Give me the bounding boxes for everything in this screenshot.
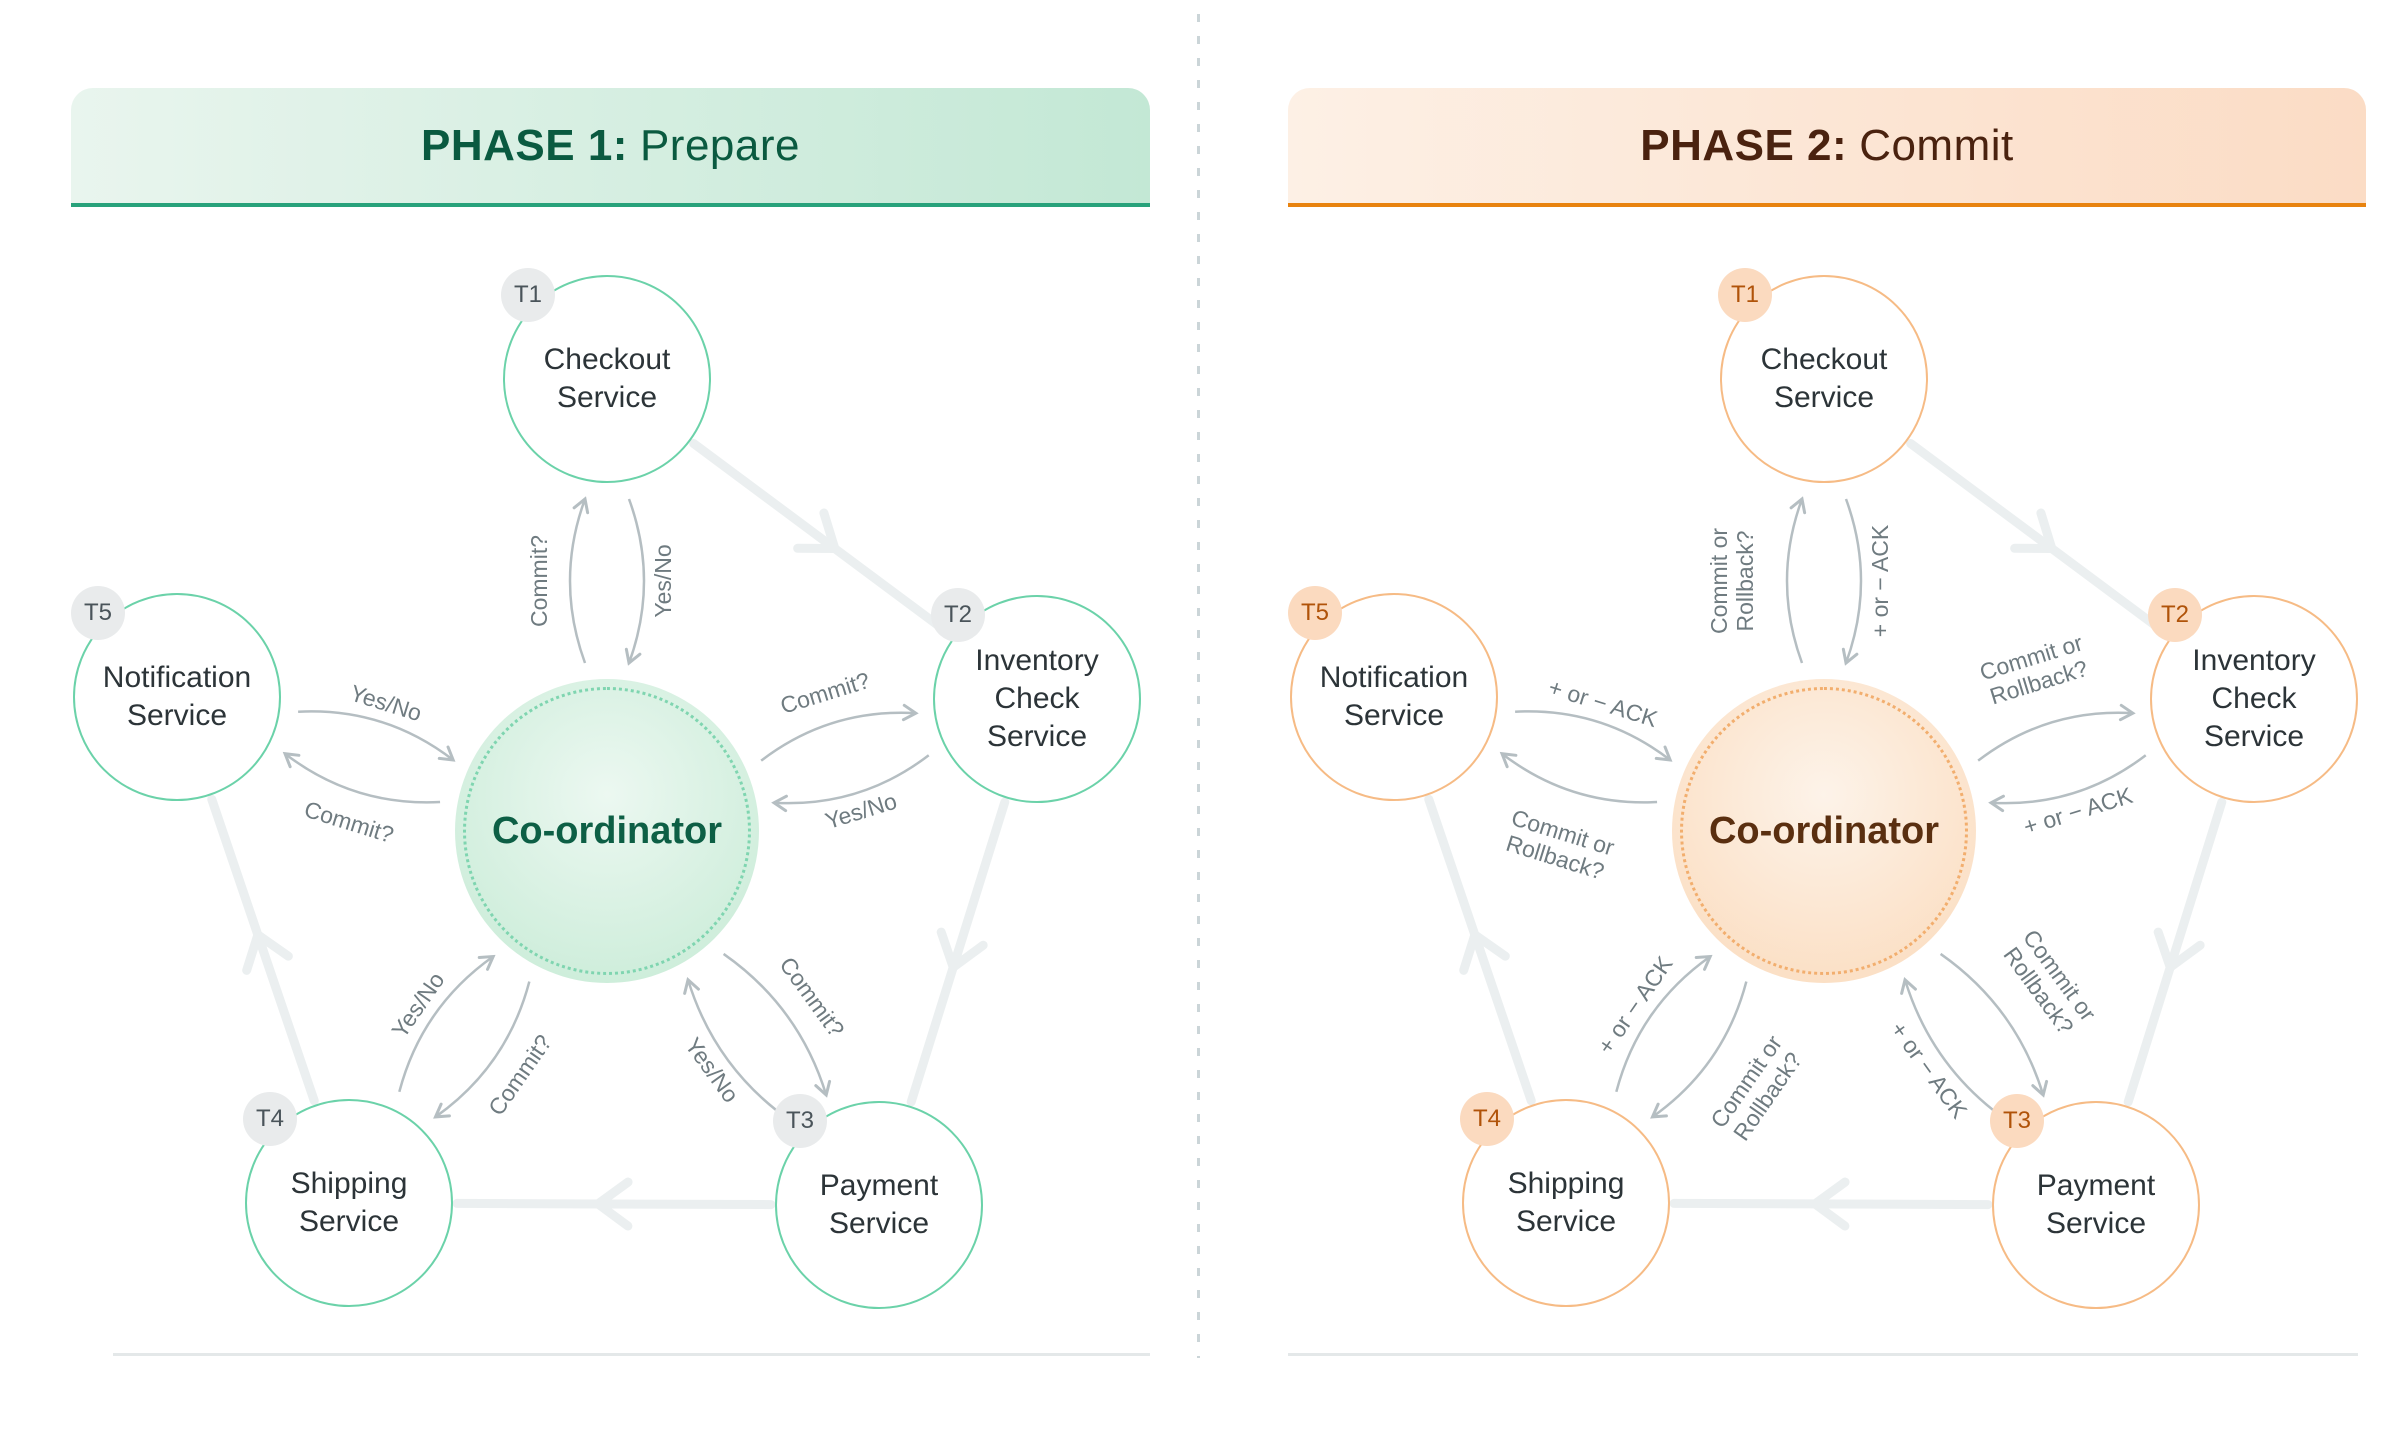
response-label: Yes/No	[649, 544, 676, 618]
transaction-badge: T4	[1460, 1092, 1514, 1146]
phase-header-prefix: PHASE 2:	[1640, 120, 1848, 170]
connection-arrows-layer	[1424, 438, 2227, 1231]
panel-phase-1-prepare: PHASE 1: Prepare T1 Checkout Service T2 …	[71, 88, 1150, 1440]
phase-header-name: Commit	[1859, 120, 2014, 170]
service-label: Payment Service	[819, 1168, 939, 1240]
service-label: Shipping Service	[290, 1166, 408, 1238]
panel-baseline	[113, 1353, 1150, 1356]
service-node-inventory-check: T2 Inventory Check Service	[2148, 588, 2358, 803]
transaction-badge: T5	[1288, 586, 1342, 640]
coordinator-node: Co-ordinator	[455, 679, 759, 983]
service-label: Checkout Service	[543, 342, 671, 414]
response-label: + or − ACK	[1866, 524, 1893, 638]
service-node-shipping: T4 Shipping Service	[1460, 1092, 1670, 1307]
transaction-badge: T1	[1718, 268, 1772, 322]
service-label: Notification Service	[1319, 660, 1469, 732]
service-node-inventory-check: T2 Inventory Check Service	[931, 588, 1141, 803]
phase-header-prefix: PHASE 1:	[421, 120, 628, 170]
connection-arrows-layer	[207, 438, 1010, 1231]
panel-baseline	[1288, 1353, 2358, 1356]
phase-1-diagram: T1 Checkout Service T2 Inventory Check S…	[71, 207, 1150, 1440]
service-label: Checkout Service	[1760, 342, 1888, 414]
request-label: Commit?	[525, 534, 552, 628]
transaction-badge: T3	[1990, 1094, 2044, 1148]
service-node-notification: T5 Notification Service	[71, 586, 281, 801]
phase-header-name: Prepare	[639, 120, 800, 170]
request-label: Commit or Rollback?	[1705, 527, 1758, 635]
service-label: Inventory Check Service	[975, 643, 1099, 754]
service-label: Notification Service	[102, 660, 252, 732]
transaction-badge: T2	[931, 588, 985, 642]
service-node-checkout: T1 Checkout Service	[501, 268, 711, 483]
transaction-badge: T2	[2148, 588, 2202, 642]
transaction-badge: T5	[71, 586, 125, 640]
service-label: Shipping Service	[1507, 1166, 1625, 1238]
service-node-shipping: T4 Shipping Service	[243, 1092, 453, 1307]
phase-2-diagram: T1 Checkout Service T2 Inventory Check S…	[1288, 207, 2366, 1440]
service-node-payment: T3 Payment Service	[1990, 1094, 2200, 1309]
coordinator-node: Co-ordinator	[1672, 679, 1976, 983]
transaction-badge: T1	[501, 268, 555, 322]
coordinator-label: Co-ordinator	[1708, 809, 1940, 852]
transaction-badge: T4	[243, 1092, 297, 1146]
service-node-payment: T3 Payment Service	[773, 1094, 983, 1309]
coordinator-label: Co-ordinator	[491, 809, 723, 852]
transaction-badge: T3	[773, 1094, 827, 1148]
service-node-notification: T5 Notification Service	[1288, 586, 1498, 801]
service-label: Payment Service	[2036, 1168, 2156, 1240]
panels-divider	[1197, 14, 1200, 1358]
service-node-checkout: T1 Checkout Service	[1718, 268, 1928, 483]
service-label: Inventory Check Service	[2192, 643, 2316, 754]
phase-2-header: PHASE 2: Commit	[1288, 88, 2366, 207]
panel-phase-2-commit: PHASE 2: Commit T1 Checkout Service T2 I…	[1288, 88, 2366, 1440]
phase-1-header: PHASE 1: Prepare	[71, 88, 1150, 207]
